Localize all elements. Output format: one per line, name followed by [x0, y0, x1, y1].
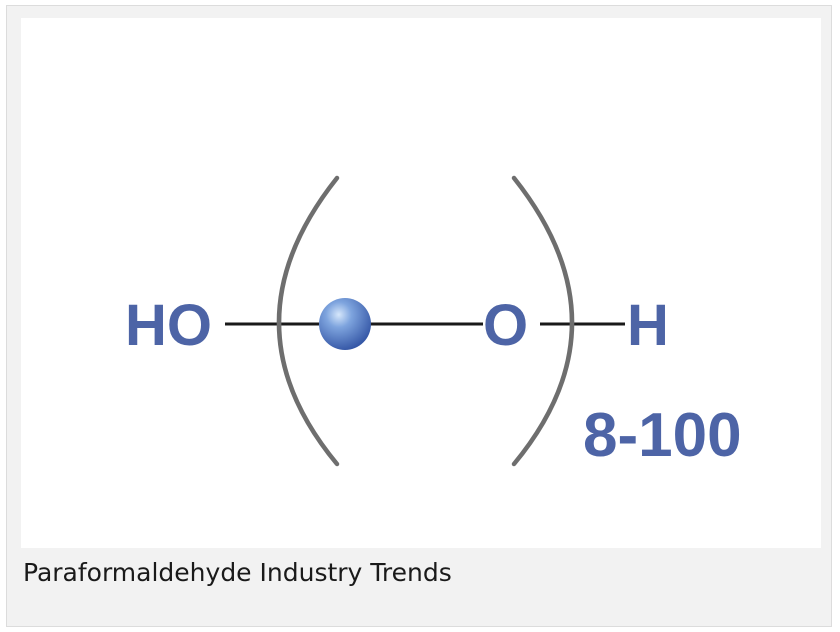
right-bracket	[511, 175, 575, 467]
repeat-range-label: 8-100	[583, 401, 742, 470]
left-group-label: HO	[125, 293, 212, 358]
carbon-atom-sphere	[319, 298, 371, 350]
left-bracket	[276, 175, 340, 467]
end-group-label: H	[627, 293, 669, 358]
caption-title[interactable]: Paraformaldehyde Industry Trends	[23, 558, 452, 587]
article-card[interactable]: HO O H 8-100 Paraformaldehyde Industry T…	[6, 5, 832, 627]
structure-diagram: HO O H 8-100	[125, 175, 742, 470]
oxygen-label: O	[483, 293, 528, 358]
chemical-structure-figure: HO O H 8-100	[21, 18, 821, 548]
